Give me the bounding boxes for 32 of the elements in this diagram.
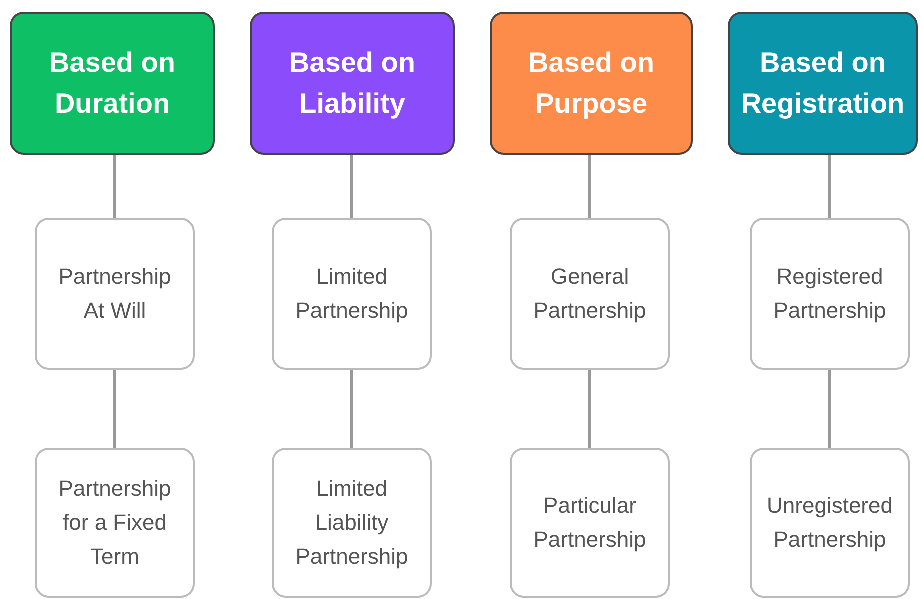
category-box [10,12,215,155]
category-label: Based on Registration [740,46,906,121]
connector-line [350,370,354,448]
type-label: Registered Partnership [772,262,888,325]
connector-line [828,370,832,448]
type-box [750,218,910,370]
connector-line [114,155,116,218]
category-label: Based on Purpose [527,46,656,121]
type-box [272,218,432,370]
category-box [490,12,693,155]
type-box [35,448,195,598]
category-label: Based on Liability [288,46,417,121]
type-label: Partnership At Will [58,262,172,325]
category-label: Based on Duration [48,46,177,120]
connector-line [588,370,592,448]
type-label: Limited Liability Partnership [294,474,410,572]
type-label: General Partnership [532,262,648,325]
connector-line [114,370,116,448]
type-box [750,448,910,598]
category-box [728,12,918,155]
connector-line [828,155,832,218]
type-label: Limited Partnership [294,262,410,325]
type-label: Particular Partnership [532,492,648,554]
type-label: Partnership for a Fixed Term [58,474,172,572]
connector-line [350,155,354,218]
category-box [250,12,455,155]
connector-line [588,155,592,218]
type-box [35,218,195,370]
type-box [510,448,670,598]
type-box [510,218,670,370]
type-box [272,448,432,598]
type-label: Unregistered Partnership [767,492,893,554]
